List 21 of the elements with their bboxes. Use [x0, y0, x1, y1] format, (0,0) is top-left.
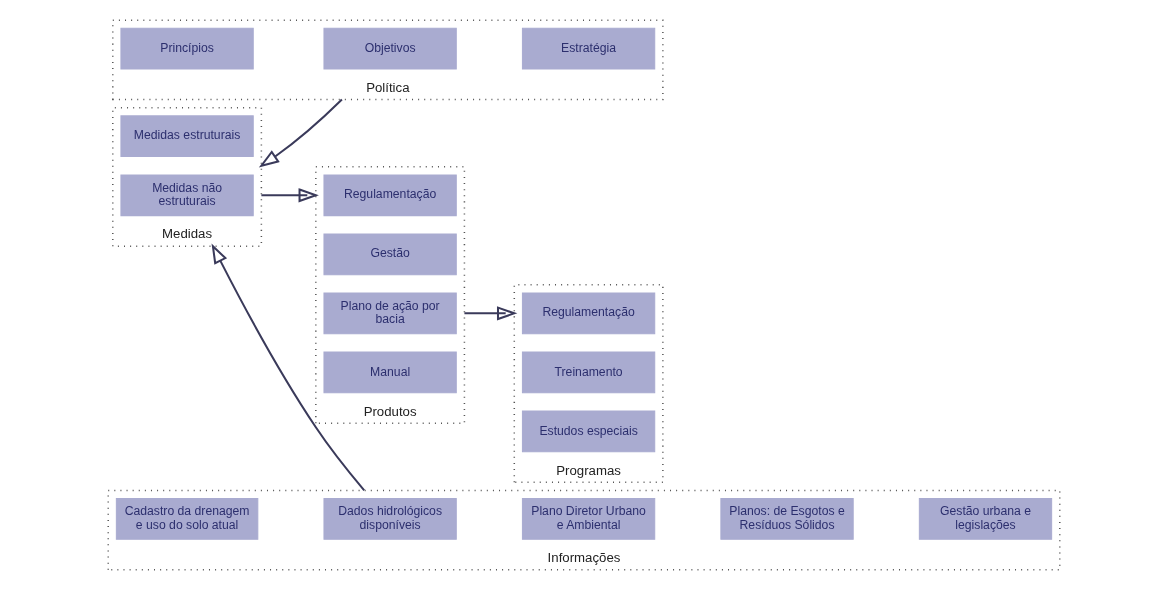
- node-box: Gestão: [323, 233, 457, 276]
- node-box: Gestão urbana e legislações: [918, 498, 1053, 540]
- node-box: Medidas não estruturais: [120, 174, 254, 217]
- node-box: Regulamentação: [323, 174, 457, 217]
- node-box: Regulamentação: [521, 292, 656, 335]
- node-box: Plano Diretor Urbano e Ambiental: [521, 498, 656, 540]
- node-box: Princípios: [120, 27, 254, 70]
- node-box: Estratégia: [521, 27, 656, 70]
- node-box: Manual: [323, 351, 457, 394]
- node-box: Estudos especiais: [521, 410, 656, 453]
- arrow: [258, 98, 343, 168]
- node-box: Treinamento: [521, 351, 656, 394]
- node-box: Objetivos: [323, 27, 457, 70]
- arrow: [211, 243, 365, 492]
- node-box: Planos: de Esgotos e Resíduos Sólidos: [720, 498, 854, 540]
- arrow: [464, 306, 518, 321]
- node-box: Medidas estruturais: [120, 115, 254, 158]
- arrow: [261, 188, 319, 203]
- node-box: Plano de ação por bacia: [323, 292, 457, 335]
- node-box: Dados hidrológicos disponíveis: [323, 498, 457, 540]
- node-box: Cadastro da drenagem e uso do solo atual: [115, 498, 259, 540]
